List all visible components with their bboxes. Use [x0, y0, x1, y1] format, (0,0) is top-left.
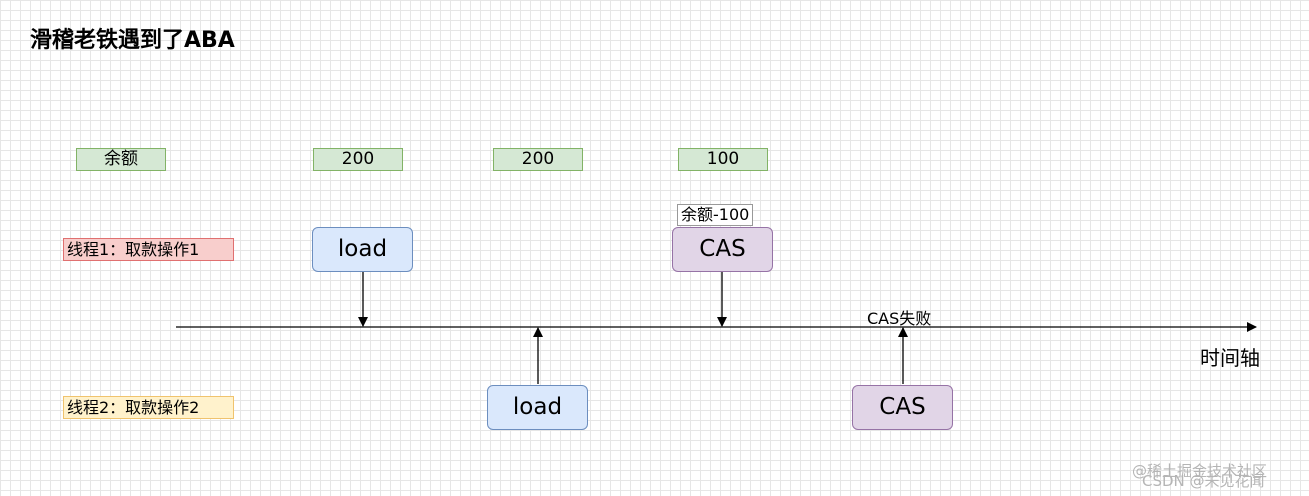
thread1-cas-box: CAS [672, 227, 773, 272]
thread2-cas-box: CAS [852, 385, 953, 430]
watermark-csdn: CSDN @未见花闻 [1142, 472, 1265, 490]
diagram-title: 滑稽老铁遇到了ABA [30, 28, 235, 53]
watermark-juejin: @稀土掘金技术社区 [1132, 462, 1268, 480]
cas-failed-text: CAS失败 [867, 309, 932, 328]
cas-note: 余额-100 [677, 204, 754, 226]
thread2-load-box: load [487, 385, 588, 430]
thread2-label: 线程2：取款操作2 [63, 396, 234, 419]
balance-value-3: 100 [678, 148, 768, 171]
thread1-label: 线程1：取款操作1 [63, 238, 234, 261]
balance-label: 余额 [76, 148, 166, 171]
time-axis-label: 时间轴 [1200, 346, 1260, 370]
balance-value-2: 200 [493, 148, 583, 171]
balance-value-1: 200 [313, 148, 403, 171]
thread1-load-box: load [312, 227, 413, 272]
